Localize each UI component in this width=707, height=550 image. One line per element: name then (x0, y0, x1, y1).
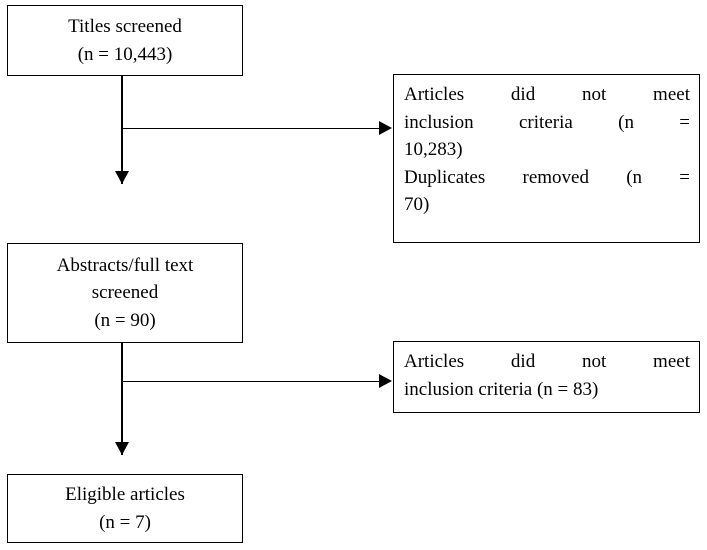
node-abstracts-fulltext-screened: Abstracts/full text screened (n = 90) (7, 243, 243, 343)
node-abstracts-count: (n = 90) (94, 309, 156, 331)
connector-titles-to-abstracts-line (121, 76, 123, 184)
connector-abstracts-to-eligible-arrowhead-icon (114, 442, 129, 455)
connector-titles-to-abstracts-arrowhead-icon (114, 171, 129, 184)
node-titles-screened: Titles screened (n = 10,443) (7, 5, 243, 76)
node-abstracts-label-line-2: screened (91, 282, 159, 304)
node-eligible-articles-count: (n = 7) (99, 511, 151, 533)
connector-titles-to-excluded-line (121, 127, 380, 130)
node-excluded-stage-1-line-2: inclusion criteria (n = (404, 111, 690, 133)
node-titles-screened-count: (n = 10,443) (77, 43, 173, 65)
node-excluded-stage-1-line-3: 10,283) (404, 139, 463, 161)
node-excluded-stage-1-line-1: Articles did not meet (404, 84, 690, 105)
node-excluded-stage-2-line-1: Articles did not meet (404, 351, 690, 372)
node-titles-screened-label: Titles screened (68, 15, 182, 37)
connector-abstracts-to-excluded-arrowhead-icon (379, 374, 392, 388)
node-excluded-stage-2-line-2: inclusion criteria (n = 83) (404, 378, 599, 400)
connector-abstracts-to-eligible-line (121, 343, 123, 455)
node-abstracts-label-line-1: Abstracts/full text (56, 254, 194, 276)
node-eligible-articles: Eligible articles (n = 7) (7, 474, 243, 543)
node-excluded-stage-1-line-4: Duplicates removed (n = (404, 166, 690, 188)
connector-titles-to-excluded-arrowhead-icon (379, 121, 392, 135)
node-excluded-stage-1-line-5: 70) (404, 194, 430, 216)
node-excluded-stage-2: Articles did not meet inclusion criteria… (393, 341, 700, 413)
node-excluded-stage-1: Articles did not meet inclusion criteria… (393, 74, 700, 243)
connector-abstracts-to-excluded-line (121, 380, 380, 383)
node-eligible-articles-label: Eligible articles (65, 483, 185, 505)
